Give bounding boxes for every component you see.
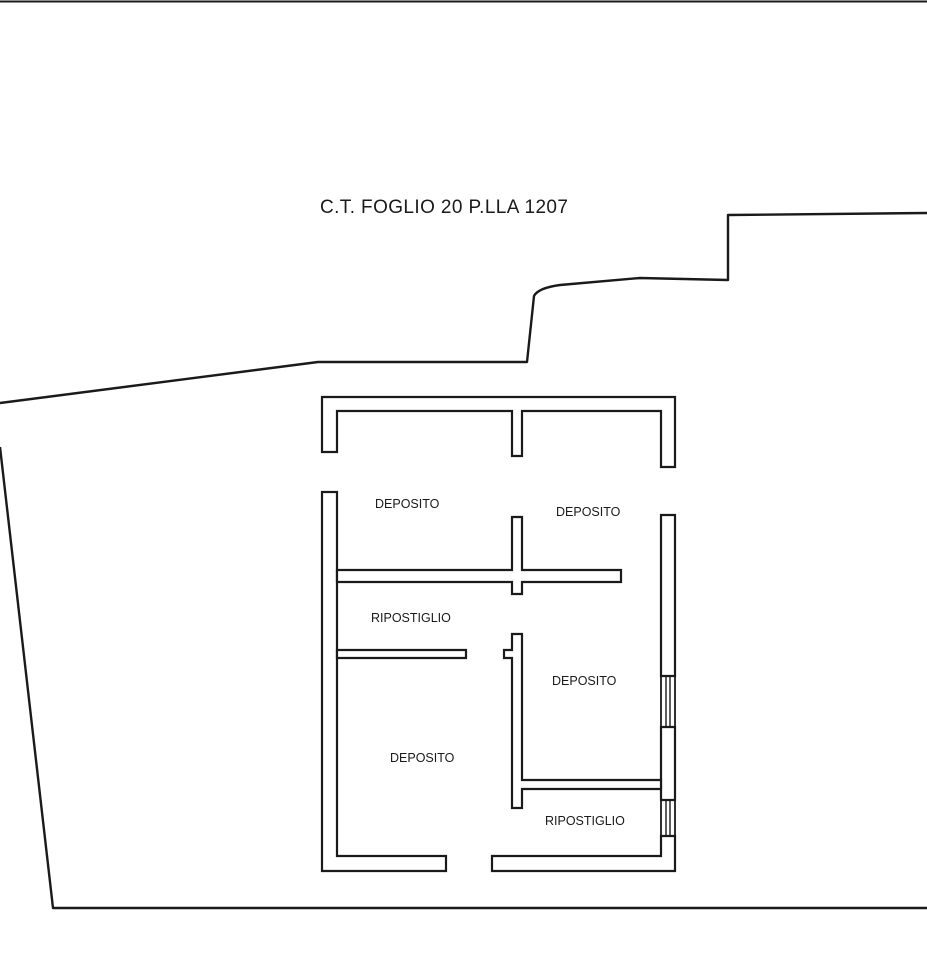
room-label-deposito-e: DEPOSITO xyxy=(552,674,617,688)
window-east-lower xyxy=(660,799,676,837)
room-label-deposito-ne: DEPOSITO xyxy=(556,505,621,519)
room-label-ripostiglio-se: RIPOSTIGLIO xyxy=(545,814,625,828)
wall-central-cross xyxy=(335,515,623,596)
room-label-ripostiglio-w: RIPOSTIGLIO xyxy=(371,611,451,625)
wall-ripostiglio-partition xyxy=(335,648,468,660)
window-east-upper xyxy=(660,675,676,728)
parcel-boundary xyxy=(0,211,927,405)
room-label-deposito-nw: DEPOSITO xyxy=(375,497,440,511)
parcel-label: C.T. FOGLIO 20 P.LLA 1207 xyxy=(320,197,568,218)
wall-east-middle xyxy=(659,725,677,802)
room-label-deposito-sw: DEPOSITO xyxy=(390,751,455,765)
wall-north xyxy=(320,395,677,469)
building-walls xyxy=(320,395,677,873)
wall-east-upper xyxy=(659,513,677,678)
wall-south-east xyxy=(490,834,677,873)
wall-west xyxy=(320,490,448,873)
parcel-boundary-lower xyxy=(0,446,927,910)
wall-inner-east xyxy=(502,632,663,810)
